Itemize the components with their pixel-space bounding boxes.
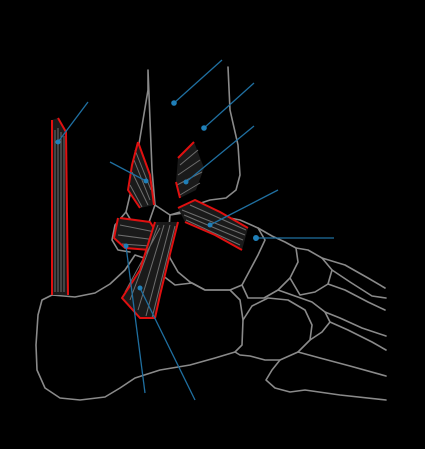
navicular-bone — [241, 227, 299, 299]
metatarsal-1 — [321, 257, 387, 299]
calcaneofibular-ligament — [121, 221, 179, 319]
leader-line-1 — [57, 101, 89, 143]
tibia-bone — [154, 66, 241, 216]
leader-line-4 — [185, 125, 255, 183]
leader-dot-8 — [123, 243, 129, 249]
calcaneus-bone — [35, 254, 244, 401]
leader-line-8 — [125, 245, 146, 394]
leader-dot-3 — [201, 125, 207, 131]
anterior-talofibular-ligament — [177, 199, 249, 251]
cuneiform-bone-1 — [289, 247, 333, 296]
leader-line-3 — [203, 82, 255, 129]
leader-line-2 — [173, 59, 223, 104]
anterior-tibiofibular-ligament — [127, 141, 155, 209]
metatarsal-3 — [324, 311, 387, 337]
achilles-tendon — [51, 117, 69, 296]
metatarsal-2 — [327, 283, 387, 351]
leader-dot-7 — [253, 235, 259, 241]
leader-dot-2 — [171, 100, 177, 106]
cuboid-bone — [234, 297, 313, 361]
leader-dot-6 — [207, 222, 213, 228]
leader-lines — [55, 59, 334, 401]
leader-dot-4 — [183, 179, 189, 185]
cuneiform-bone-2 — [277, 289, 331, 341]
leader-line-9 — [139, 287, 196, 401]
leader-dot-9 — [137, 285, 143, 291]
leader-dot-1 — [55, 139, 61, 145]
leader-line-6 — [209, 189, 279, 226]
leader-line-5 — [109, 161, 147, 182]
tibiofibular-ligament-right — [175, 141, 204, 199]
metatarsal-5 — [265, 351, 387, 401]
leader-dot-5 — [143, 178, 149, 184]
